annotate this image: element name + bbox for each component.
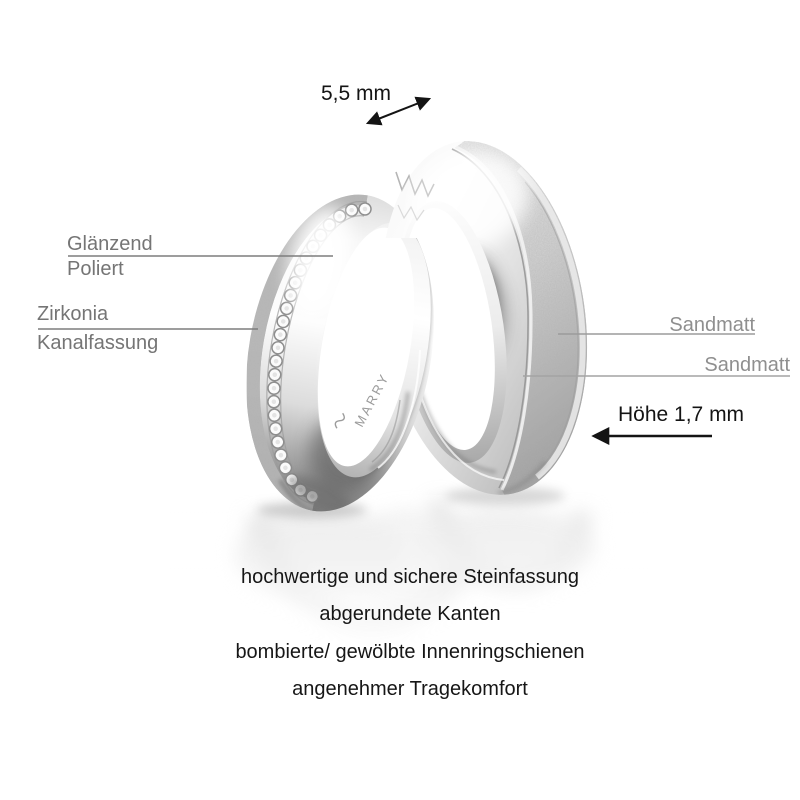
callout-lines <box>38 96 790 445</box>
feature-line-1: hochwertige und sichere Steinfassung <box>241 566 579 588</box>
feature-line-2: abgerundete Kanten <box>319 603 501 625</box>
callout-glaenzend: Glänzend <box>67 233 153 255</box>
width-dimension-arrow <box>365 96 432 126</box>
callout-poliert: Poliert <box>67 258 124 280</box>
width-dimension-label: 5,5 mm <box>321 82 392 105</box>
height-dimension-label: Höhe 1,7 mm <box>618 403 745 426</box>
callout-sandmatt-1: Sandmatt <box>669 314 755 336</box>
contact-shadow-right <box>445 487 565 505</box>
floor-reflection <box>170 495 650 705</box>
feature-line-4: angenehmer Tragekomfort <box>292 678 528 700</box>
callout-kanalfassung: Kanalfassung <box>37 332 159 354</box>
callout-zirkonia: Zirkonia <box>37 303 109 325</box>
feature-line-3: bombierte/ gewölbte Innenringschienen <box>235 641 585 663</box>
left-ring-inner-shell: MARRY <box>317 222 431 478</box>
callout-sandmatt-2: Sandmatt <box>704 354 790 376</box>
